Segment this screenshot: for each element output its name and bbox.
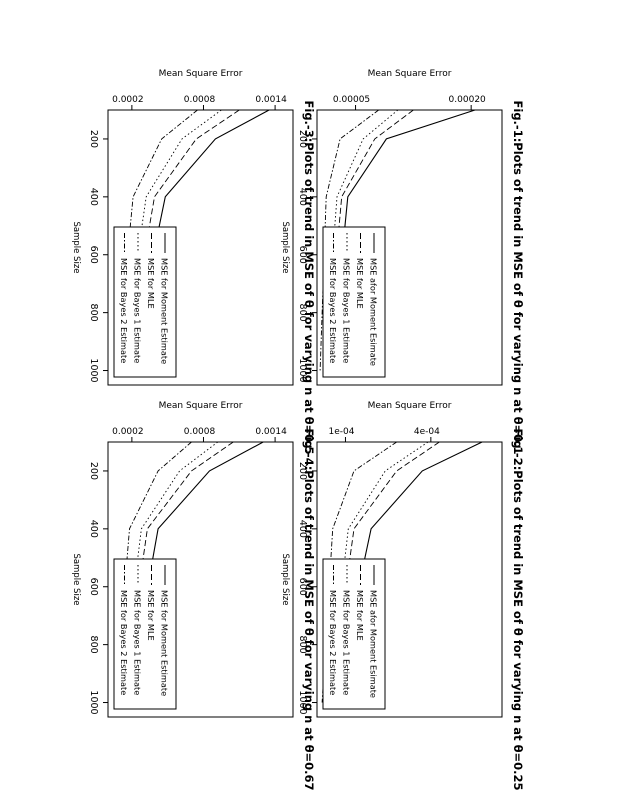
plot-frame bbox=[316, 109, 503, 386]
x-tick-label: 800 bbox=[88, 304, 99, 322]
y-axis-label: Mean Square Error bbox=[159, 69, 243, 79]
series-line-4 bbox=[114, 441, 192, 703]
y-tick-label: 4e-04 bbox=[414, 427, 440, 437]
x-tick-label: 600 bbox=[88, 246, 99, 264]
legend-label: MSE for Bayes 2 Estimate bbox=[119, 590, 129, 695]
x-axis: 200 400 600 800 1000 bbox=[88, 130, 108, 383]
x-axis-label: Sample Size bbox=[71, 221, 81, 273]
y-tick-label: 0.00020 bbox=[449, 95, 486, 105]
chart-title: Fig.-1:Plots of trend in MSE of θ for va… bbox=[511, 101, 525, 455]
chart-panel-4: Fig.-4:Plots of trend in MSE of θ for va… bbox=[71, 401, 316, 790]
legend-label: MSE afor Moment Esimate bbox=[369, 258, 379, 366]
chart-panel-1: Fig.-1:Plots of trend in MSE of θ for va… bbox=[280, 69, 525, 454]
chart-title: Fig.-4:Plots of trend in MSE of θ for va… bbox=[302, 429, 316, 791]
series-line-4 bbox=[115, 109, 198, 371]
legend-label: MSE for Moment Estimate bbox=[160, 258, 170, 364]
y-axis-label: Mean Square Error bbox=[368, 69, 452, 79]
x-tick-label: 1000 bbox=[297, 358, 308, 382]
x-tick-label: 200 bbox=[297, 462, 308, 480]
y-tick-label: 0.0008 bbox=[184, 427, 216, 437]
y-axis: 0.0002 0.0008 0.0014 bbox=[112, 95, 287, 110]
x-tick-label: 1000 bbox=[297, 690, 308, 714]
x-tick-label: 400 bbox=[297, 188, 308, 206]
chart-title: Fig.-2:Plots of trend in MSE of θ for va… bbox=[511, 429, 525, 791]
x-tick-label: 400 bbox=[88, 520, 99, 538]
x-axis: 200 400 600 800 1000 bbox=[88, 462, 108, 715]
y-tick-label: 0.0008 bbox=[184, 95, 216, 105]
y-axis: 0.00005 0.00020 bbox=[333, 95, 486, 110]
legend-label: MSE for Bayes 1 Estimate bbox=[342, 590, 352, 695]
legend-label: MSE for Bayes 1 Estimate bbox=[133, 590, 143, 695]
legend-label: MSE for Moment Estimate bbox=[160, 590, 170, 696]
x-axis-label: Sample Size bbox=[280, 221, 290, 273]
x-axis: 200 400 600 800 1000 bbox=[297, 462, 317, 715]
legend-label: MSE for Bayes 2 Estimate bbox=[328, 258, 338, 363]
x-tick-label: 1000 bbox=[88, 358, 99, 382]
plot-frame bbox=[107, 109, 294, 386]
legend-label: MSE for Bayes 1 Estimate bbox=[133, 258, 143, 363]
x-tick-label: 1000 bbox=[88, 690, 99, 714]
legend-label: MSE for Bayes 2 Estimate bbox=[328, 590, 338, 695]
y-tick-label: 1e-04 bbox=[328, 427, 354, 437]
y-tick-label: 0.0014 bbox=[255, 427, 287, 437]
x-tick-label: 800 bbox=[297, 636, 308, 654]
x-axis: 200 400 600 800 1000 bbox=[297, 130, 317, 383]
x-tick-label: 400 bbox=[88, 188, 99, 206]
chart-panel-2: Fig.-2:Plots of trend in MSE of θ for va… bbox=[280, 401, 525, 790]
legend-box bbox=[113, 558, 177, 710]
legend-label: MSE for MLE bbox=[146, 590, 156, 641]
y-axis-label: Mean Square Error bbox=[368, 401, 452, 411]
legend-label: MSE for MLE bbox=[146, 258, 156, 309]
x-tick-label: 200 bbox=[88, 462, 99, 480]
legend-label: MSE for Bayes 1 Estimate bbox=[342, 258, 352, 363]
y-tick-label: 0.0002 bbox=[112, 95, 144, 105]
y-axis-label: Mean Square Error bbox=[159, 401, 243, 411]
x-tick-label: 600 bbox=[297, 578, 308, 596]
series-line-4 bbox=[319, 109, 379, 371]
series-line-3 bbox=[323, 109, 399, 371]
plot-frame bbox=[107, 441, 294, 718]
x-tick-label: 400 bbox=[297, 520, 308, 538]
x-axis-label: Sample Size bbox=[71, 553, 81, 605]
chart-title: Fig.-3:Plots of trend in MSE of θ for va… bbox=[302, 101, 316, 455]
x-tick-label: 800 bbox=[297, 304, 308, 322]
legend-label: MSE afor Moment Esimate bbox=[369, 590, 379, 698]
y-axis: 0.0002 0.0008 0.0014 bbox=[112, 427, 287, 442]
plot-frame bbox=[316, 441, 503, 718]
x-axis-label: Sample Size bbox=[280, 553, 290, 605]
legend-label: MSE for Bayes 2 Estimate bbox=[119, 258, 129, 363]
legend-box bbox=[322, 226, 386, 378]
x-tick-label: 200 bbox=[88, 130, 99, 148]
x-tick-label: 200 bbox=[297, 130, 308, 148]
legend-box bbox=[113, 226, 177, 378]
x-tick-label: 600 bbox=[88, 578, 99, 596]
legend-label: MSE for MLE bbox=[355, 590, 365, 641]
y-axis: 1e-04 4e-04 bbox=[328, 427, 440, 442]
y-tick-label: 0.0014 bbox=[255, 95, 287, 105]
y-tick-label: 0.00005 bbox=[333, 95, 370, 105]
legend-label: MSE for MLE bbox=[355, 258, 365, 309]
legend-box bbox=[322, 558, 386, 710]
x-tick-label: 600 bbox=[297, 246, 308, 264]
x-tick-label: 800 bbox=[88, 636, 99, 654]
y-tick-label: 0.0002 bbox=[112, 427, 144, 437]
chart-panel-3: Fig.-3:Plots of trend in MSE of θ for va… bbox=[71, 69, 316, 454]
